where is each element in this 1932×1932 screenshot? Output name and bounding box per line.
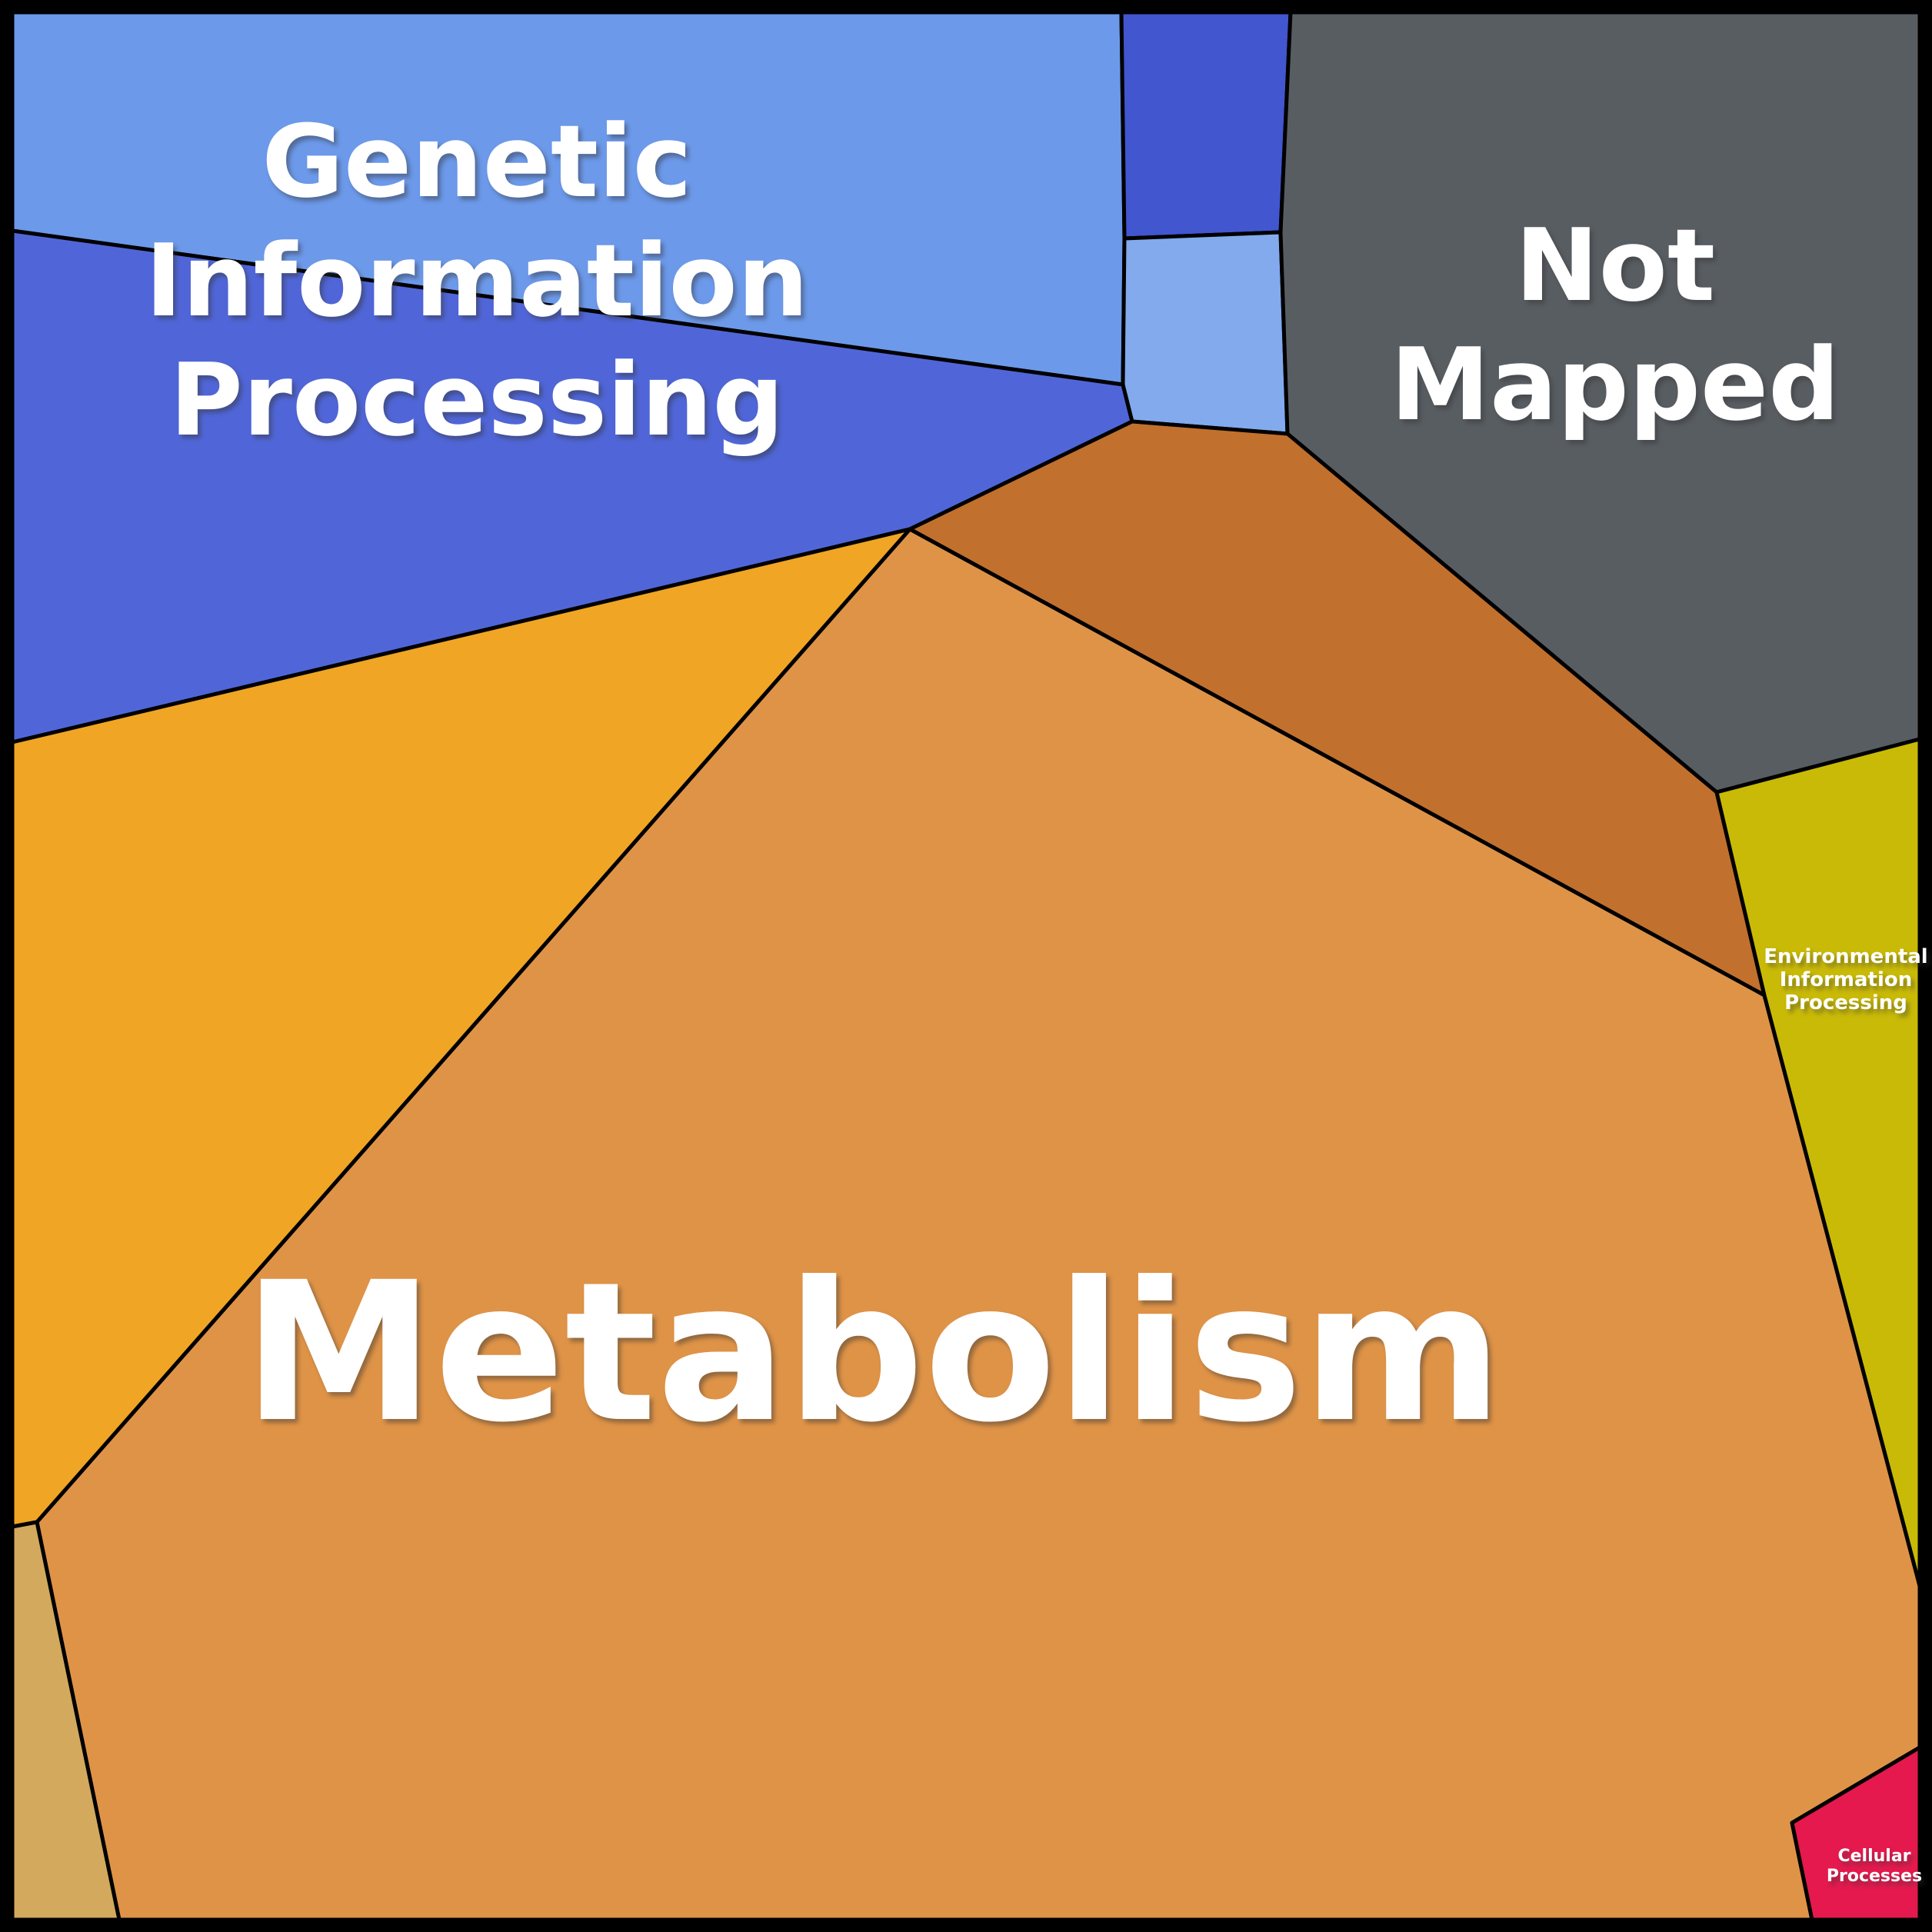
region-genetic-information-processing-small-light[interactable] [1121, 230, 1290, 436]
region-genetic-information-processing-top-small[interactable] [1119, 10, 1293, 241]
